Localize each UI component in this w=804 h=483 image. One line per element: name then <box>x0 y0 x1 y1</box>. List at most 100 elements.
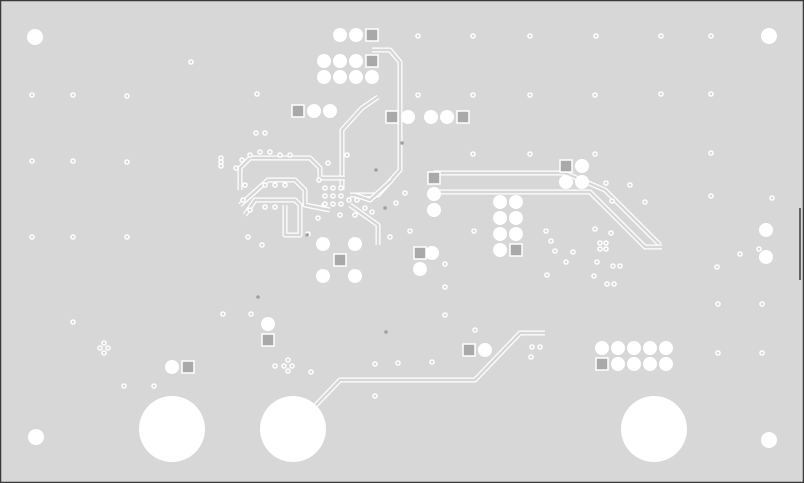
square-pad <box>385 110 399 124</box>
via-drill <box>283 183 287 187</box>
mounting-hole <box>761 28 777 44</box>
round-pad <box>317 54 331 68</box>
square-pad <box>509 243 523 257</box>
via-drill <box>595 260 599 264</box>
via-drill <box>403 191 407 195</box>
via-drill <box>353 213 357 217</box>
via-drill <box>443 313 447 317</box>
via-drill <box>592 274 596 278</box>
via-drill <box>288 153 292 157</box>
via-drill <box>260 243 264 247</box>
square-pad <box>365 28 379 42</box>
round-pad <box>611 341 625 355</box>
via-drill <box>416 93 420 97</box>
via-drill <box>331 186 335 190</box>
via-drill <box>388 235 392 239</box>
round-pad <box>307 104 321 118</box>
via-drill <box>219 160 223 164</box>
via-drill <box>443 285 447 289</box>
via-drill <box>71 159 75 163</box>
via-drill <box>770 196 774 200</box>
round-pad <box>427 203 441 217</box>
via-drill <box>30 235 34 239</box>
via-drill <box>611 264 615 268</box>
via-drill <box>71 320 75 324</box>
via-drill <box>553 249 557 253</box>
square-pad <box>333 253 347 267</box>
via-drill <box>564 260 568 264</box>
square-pad <box>365 54 379 68</box>
via-drill <box>338 213 342 217</box>
via-drill <box>593 152 597 156</box>
via-drill <box>571 250 575 254</box>
via-drill <box>71 93 75 97</box>
square-pad <box>595 357 609 371</box>
via-drill <box>268 150 272 154</box>
mounting-hole <box>761 432 777 448</box>
round-pad <box>323 104 337 118</box>
round-pad <box>493 195 507 209</box>
via-drill <box>30 159 34 163</box>
via-drill <box>347 198 351 202</box>
trace <box>434 190 662 249</box>
via-drill <box>219 164 223 168</box>
mounting-hole <box>28 429 44 445</box>
via-drill <box>125 94 129 98</box>
via-drill <box>757 247 761 251</box>
via-drill <box>363 206 367 210</box>
square-pad <box>427 171 441 185</box>
round-pad <box>333 28 347 42</box>
via-drill <box>545 273 549 277</box>
via-drill <box>593 227 597 231</box>
via-drill <box>738 252 742 256</box>
square-pad <box>291 104 305 118</box>
round-pad <box>575 175 589 189</box>
via-drill <box>593 93 597 97</box>
via-drill <box>628 183 632 187</box>
round-pad <box>427 187 441 201</box>
via-drill <box>317 178 321 182</box>
via-drill <box>659 34 663 38</box>
via-drill <box>716 302 720 306</box>
square-pad <box>413 246 427 260</box>
via-drill <box>716 351 720 355</box>
via-drill <box>273 205 277 209</box>
via-drill <box>219 156 223 160</box>
round-pad <box>165 360 179 374</box>
via-drill <box>221 312 225 316</box>
round-pad <box>425 246 439 260</box>
via-drill <box>472 229 476 233</box>
via-drill <box>309 370 313 374</box>
trace <box>291 331 545 431</box>
stray-via <box>374 168 378 172</box>
via-drill <box>339 194 343 198</box>
round-pad <box>493 211 507 225</box>
via-drill <box>605 282 609 286</box>
via-drill <box>255 92 259 96</box>
round-pad <box>317 70 331 84</box>
via-drill <box>323 194 327 198</box>
via-drill <box>339 202 343 206</box>
via-drill <box>240 158 244 162</box>
square-pad <box>456 110 470 124</box>
mounting-hole <box>139 396 205 462</box>
via-drill <box>594 34 598 38</box>
trace <box>243 198 302 237</box>
round-pad <box>643 357 657 371</box>
square-pad <box>559 159 573 173</box>
via-drill <box>106 346 110 350</box>
via-drill <box>339 186 343 190</box>
via-drill <box>538 345 542 349</box>
round-pad <box>413 262 427 276</box>
via-drill <box>544 229 548 233</box>
round-pad <box>261 317 275 331</box>
via-drill <box>331 202 335 206</box>
mounting-hole <box>260 396 326 462</box>
square-pad <box>181 360 195 374</box>
round-pad <box>659 341 673 355</box>
round-pad <box>349 28 363 42</box>
via-drill <box>760 302 764 306</box>
via-drill <box>282 364 286 368</box>
pads <box>165 28 773 374</box>
